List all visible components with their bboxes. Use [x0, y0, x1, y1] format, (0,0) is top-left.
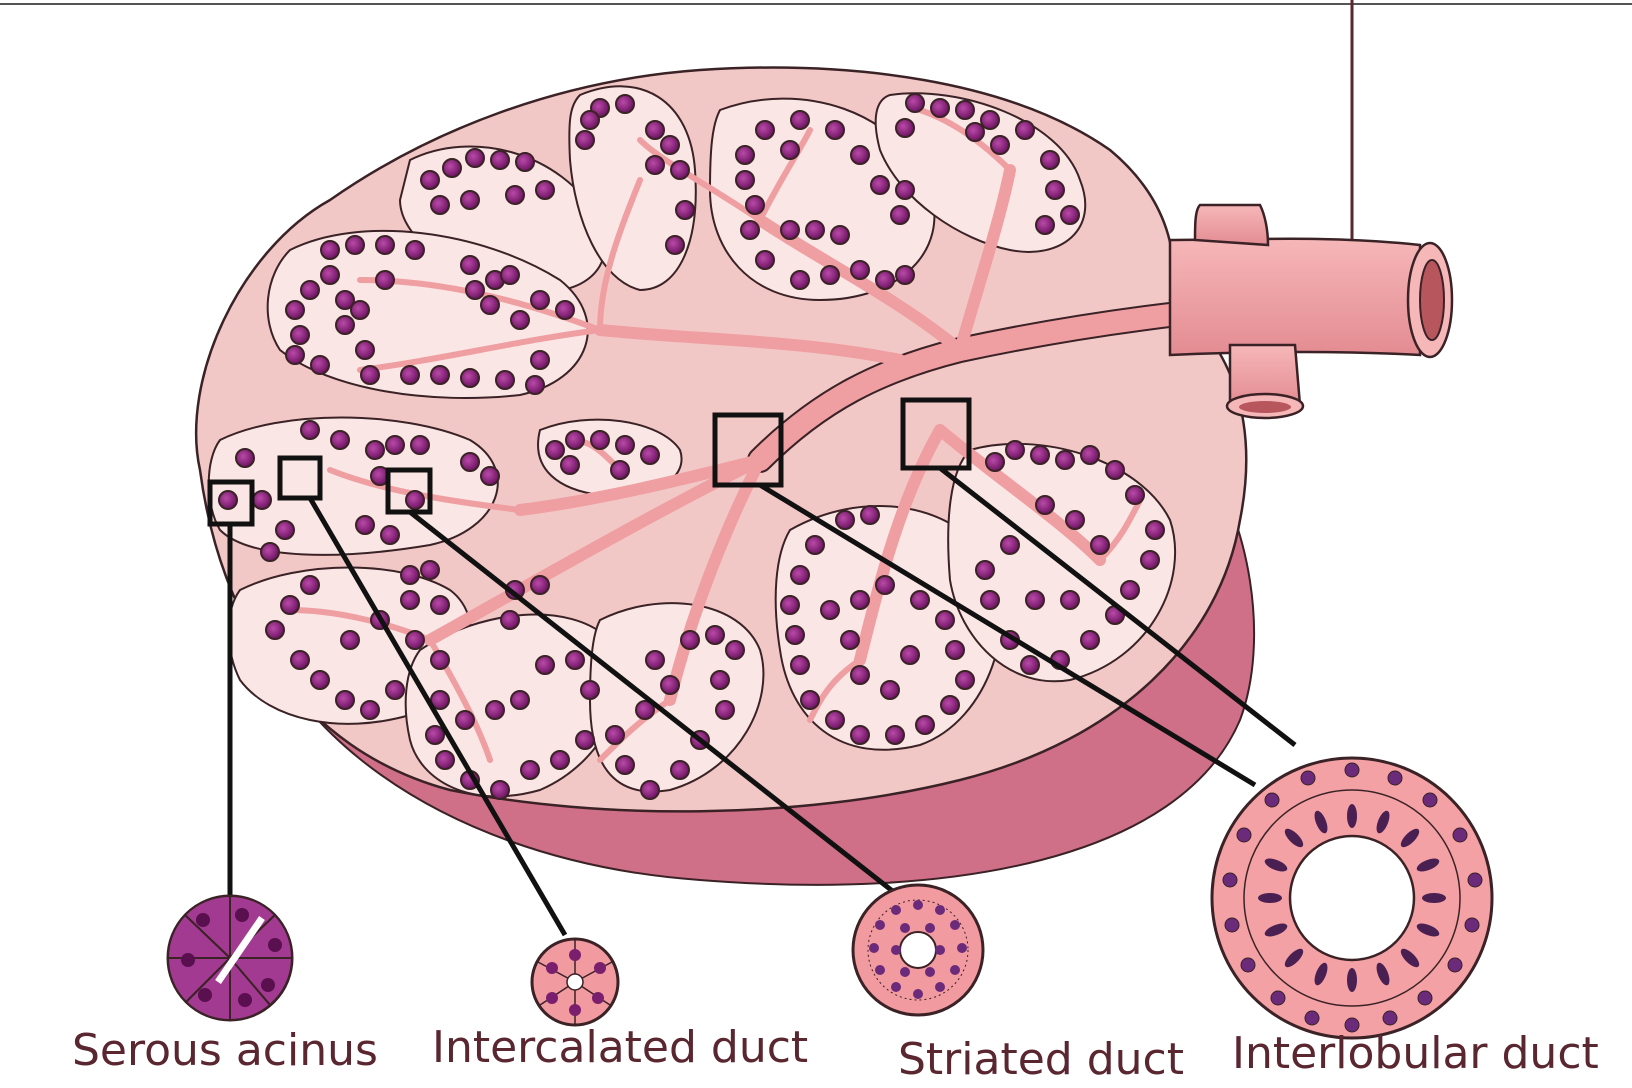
intercalated-duct-illustration — [532, 939, 618, 1025]
interlobular-duct-illustration — [1212, 758, 1492, 1038]
label-serous-acinus: Serous acinus — [72, 1025, 378, 1076]
striated-duct-illustration — [853, 885, 983, 1015]
label-intercalated-duct: Intercalated duct — [432, 1022, 808, 1073]
label-interlobular-duct: Interlobular duct — [1232, 1028, 1599, 1079]
label-striated-duct: Striated duct — [898, 1034, 1184, 1085]
serous-acinus-illustration — [168, 896, 292, 1020]
